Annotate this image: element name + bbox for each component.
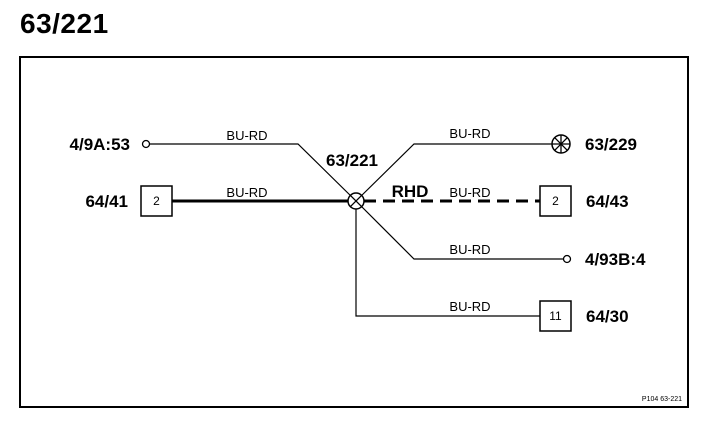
splice-label: 63/221 (326, 151, 378, 170)
lamp-icon (551, 134, 571, 154)
wire-label-left-mid: BU-RD (226, 185, 267, 200)
wire-label-right-bottom: BU-RD (449, 299, 490, 314)
connector-left-top-name: 4/9A:53 (70, 135, 130, 154)
connector-left-mid-name: 64/41 (85, 192, 128, 211)
wire-left-top (150, 143, 357, 202)
wire-label-left-top: BU-RD (226, 128, 267, 143)
diagram-frame (19, 56, 689, 408)
connector-right-mid-box: 2 (539, 185, 572, 217)
splice-node-icon (347, 192, 365, 210)
connector-left-mid-pin: 2 (153, 194, 160, 208)
wires (150, 143, 563, 317)
connector-right-bottom-pin: 11 (549, 309, 562, 323)
wire-right-low (355, 200, 563, 260)
wire-right-top (355, 143, 552, 202)
connector-left-mid-box: 2 (140, 185, 173, 217)
rhd-label: RHD (392, 182, 429, 201)
wire-label-right-top: BU-RD (449, 126, 490, 141)
terminal-right-low-icon (562, 254, 572, 264)
connector-right-top-name: 63/229 (585, 135, 637, 154)
wire-label-right-low: BU-RD (449, 242, 490, 257)
reference-code: P104 63-221 (642, 396, 682, 403)
connector-right-bottom-box: 11 (539, 300, 572, 332)
connector-right-mid-name: 64/43 (586, 192, 629, 211)
terminal-left-top-icon (141, 139, 151, 149)
connector-right-mid-pin: 2 (552, 194, 559, 208)
wire-label-right-mid: BU-RD (449, 185, 490, 200)
connector-right-bottom-name: 64/30 (586, 307, 629, 326)
page-title: 63/221 (20, 8, 109, 39)
wire-right-bottom (355, 209, 540, 317)
connector-right-low-name: 4/93B:4 (585, 250, 646, 269)
